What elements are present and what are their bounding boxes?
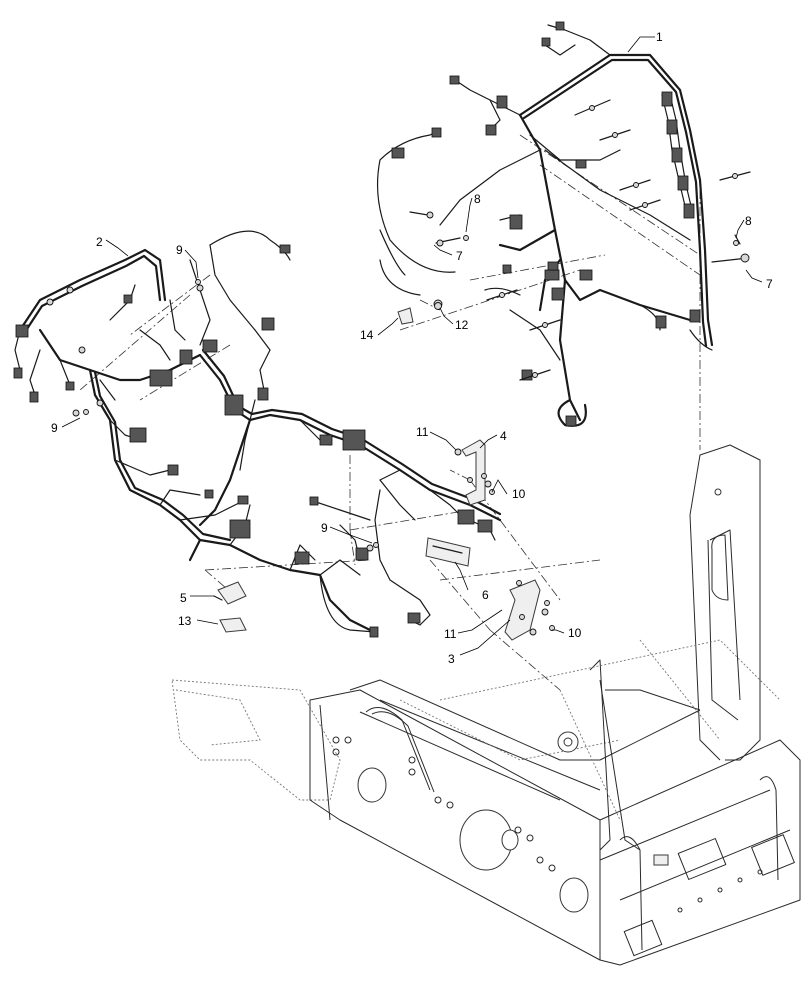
callout-2: 2 [96, 235, 103, 249]
callout-11-b: 11 [444, 627, 457, 641]
callout-1: 1 [656, 30, 663, 44]
harness-1-clips [399, 99, 751, 381]
callout-5: 5 [180, 591, 187, 605]
callout-6: 6 [482, 588, 489, 602]
callout-3: 3 [448, 652, 455, 666]
harness-1-connectors [391, 21, 701, 427]
machine-frame [171, 444, 801, 966]
callout-7-a: 7 [456, 249, 463, 263]
callout-4: 4 [500, 429, 507, 443]
harness-2-clips [46, 284, 549, 636]
assembly-phantom-lines [79, 134, 701, 691]
callout-9-b: 9 [51, 421, 58, 435]
callout-9-c: 9 [321, 521, 328, 535]
callout-7-b: 7 [766, 277, 773, 291]
part-5 [213, 581, 247, 605]
harness-1-cab [376, 24, 714, 427]
callout-8-b: 8 [745, 214, 752, 228]
bracket-3 [504, 579, 550, 641]
fasteners [83, 235, 739, 631]
callout-10-a: 10 [512, 487, 526, 501]
decal-6 [425, 537, 471, 567]
harness-2-connectors [13, 244, 493, 638]
bracket-4 [454, 439, 487, 506]
callout-10-b: 10 [568, 626, 582, 640]
part-13 [219, 617, 247, 633]
callout-12: 12 [455, 318, 469, 332]
leader-lines [61, 36, 763, 656]
callout-13: 13 [178, 614, 192, 628]
callout-numbers: 1 2 3 4 5 6 7 7 8 8 9 9 9 10 10 11 11 12… [51, 30, 773, 666]
callout-14: 14 [360, 328, 374, 342]
callout-11-a: 11 [416, 425, 429, 439]
part-14 [397, 307, 414, 325]
callout-8-a: 8 [474, 192, 481, 206]
callout-9-a: 9 [176, 243, 183, 257]
